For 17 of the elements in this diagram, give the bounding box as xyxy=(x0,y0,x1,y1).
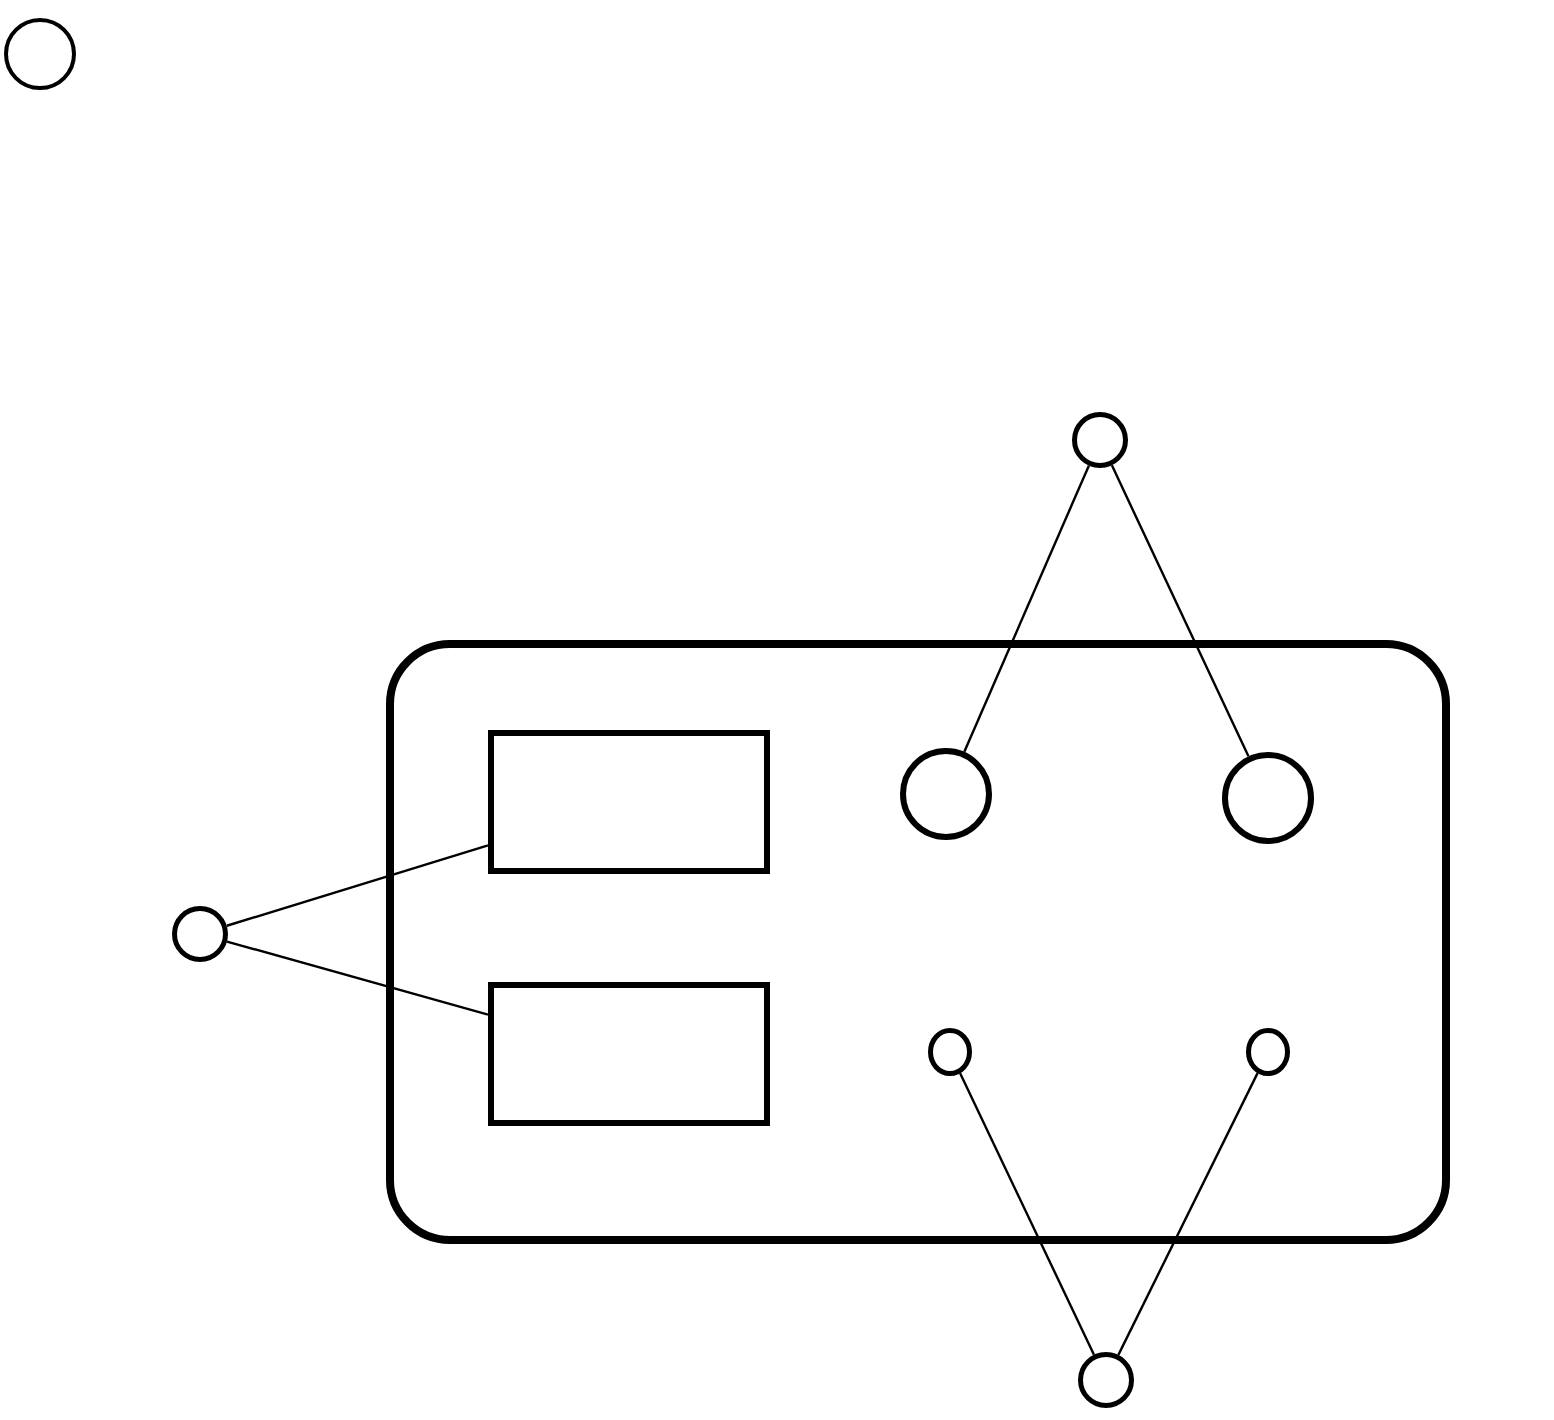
display-window xyxy=(488,982,770,1126)
leader-line xyxy=(963,465,1090,753)
callout-circle xyxy=(4,18,76,90)
leader-line xyxy=(226,940,489,1016)
socket-hole xyxy=(1246,1028,1290,1076)
callout-circle xyxy=(172,906,228,962)
leader-line xyxy=(959,1072,1096,1356)
display-window xyxy=(488,730,770,874)
leader-line xyxy=(226,844,489,927)
callout-circle xyxy=(1072,412,1128,468)
leader-line xyxy=(1110,464,1250,757)
knob xyxy=(900,748,992,840)
device-panel xyxy=(386,640,1450,1244)
knob xyxy=(1222,752,1314,844)
socket-hole xyxy=(928,1028,972,1076)
leader-line xyxy=(1117,1072,1259,1356)
callout-circle xyxy=(1078,1352,1134,1408)
